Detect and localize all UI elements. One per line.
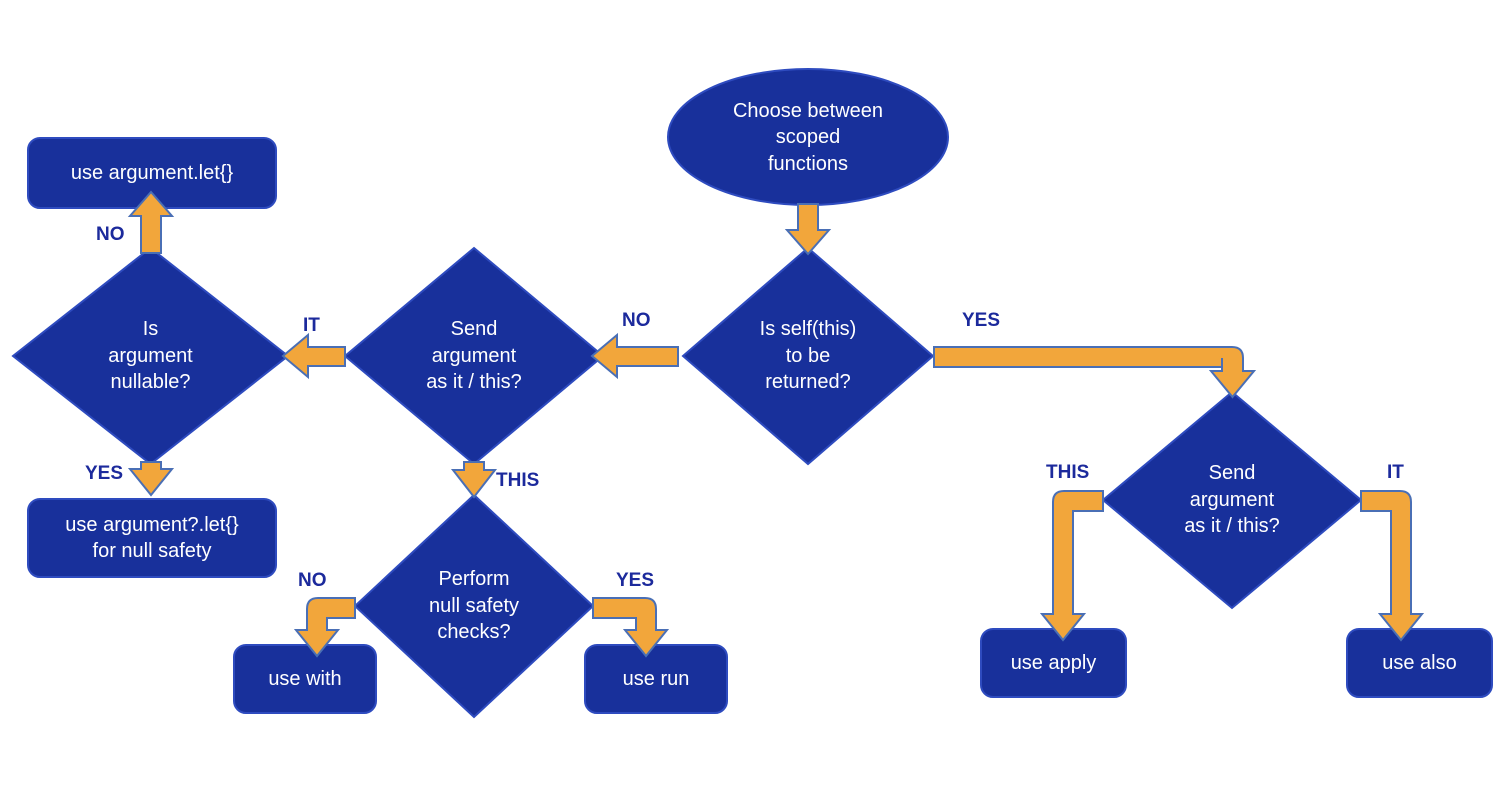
edge-label-send-right-this: THIS	[1046, 462, 1090, 483]
edge-label-null-checks-no: NO	[298, 570, 327, 591]
edge-send-right-this-arrow	[1039, 490, 1104, 642]
edge-is-self-yes-arrow	[933, 346, 1257, 399]
edge-send-right-it-arrow	[1360, 490, 1425, 642]
node-use-run[interactable]	[584, 644, 728, 714]
edge-null-checks-yes-arrow	[592, 597, 670, 658]
edge-label-null-checks-yes: YES	[616, 570, 655, 591]
node-is-self-returned[interactable]	[681, 246, 935, 466]
node-is-argument-nullable[interactable]	[11, 246, 290, 466]
node-use-argument-safe-let[interactable]	[27, 498, 277, 578]
edge-send-left-this-arrow	[450, 461, 498, 499]
edge-label-send-left-this: THIS	[496, 470, 540, 491]
edge-label-nullable-yes: YES	[85, 463, 124, 484]
node-use-also[interactable]	[1346, 628, 1493, 698]
node-send-argument-left[interactable]	[343, 246, 605, 466]
edge-null-checks-no-arrow	[293, 597, 356, 658]
node-send-argument-right[interactable]	[1101, 390, 1363, 610]
edge-is-self-no-arrow	[590, 332, 679, 380]
node-use-with[interactable]	[233, 644, 377, 714]
edge-label-send-left-it: IT	[303, 315, 320, 336]
node-start[interactable]	[667, 68, 949, 206]
edge-label-is-self-yes: YES	[962, 310, 1001, 331]
edge-label-nullable-no: NO	[96, 224, 125, 245]
edge-label-send-right-it: IT	[1387, 462, 1404, 483]
edge-start-to-is-self-arrow	[784, 203, 832, 256]
node-perform-null-safety-checks[interactable]	[353, 493, 595, 719]
edge-send-left-it-arrow	[281, 332, 346, 380]
edge-nullable-no-arrow	[127, 190, 175, 254]
edge-nullable-yes-arrow	[127, 461, 175, 497]
node-use-apply[interactable]	[980, 628, 1127, 698]
edge-label-is-self-no: NO	[622, 310, 651, 331]
